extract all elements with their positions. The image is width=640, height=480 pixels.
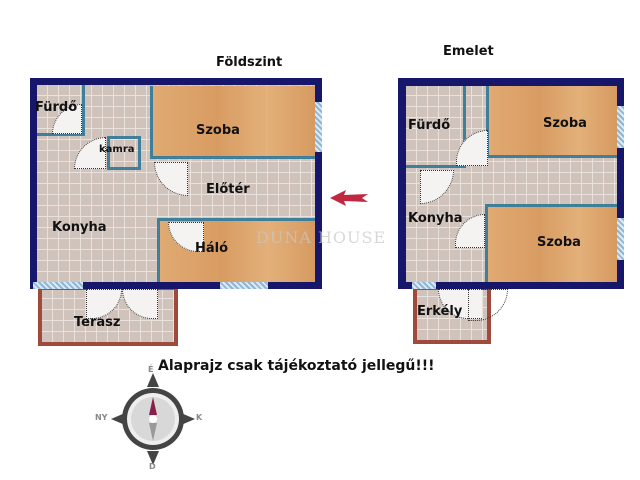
- label-kitchen: Konyha: [408, 211, 463, 226]
- window: [412, 282, 436, 289]
- compass-south: D: [149, 462, 156, 471]
- ground-floor-title: Földszint: [216, 55, 283, 70]
- compass-east: K: [196, 413, 203, 422]
- label-room2: Szoba: [537, 235, 581, 250]
- pantry-box: [107, 136, 141, 170]
- room-szoba: [150, 86, 315, 159]
- compass: É D NY K: [95, 365, 213, 473]
- door-szoba: [154, 162, 188, 196]
- arrow-left-icon: [330, 190, 368, 206]
- window: [315, 102, 322, 152]
- bath-wall: [37, 85, 85, 136]
- watermark-logo: DUNA HOUSE: [256, 228, 387, 247]
- label-terrace: Terasz: [74, 315, 121, 330]
- window: [220, 282, 268, 289]
- upper-floor-plan: Fürdő Szoba Konyha Szoba Erkély: [398, 78, 624, 344]
- label-bedroom: Háló: [195, 241, 229, 256]
- window: [617, 106, 624, 148]
- label-hall: Előtér: [206, 182, 250, 197]
- upper-floor-title: Emelet: [443, 44, 494, 59]
- label-room1: Szoba: [543, 116, 587, 131]
- window: [617, 218, 624, 260]
- label-bath: Fürdő: [35, 100, 78, 115]
- disclaimer-note: Alaprajz csak tájékoztató jellegű!!!: [158, 358, 435, 374]
- compass-north: É: [148, 365, 154, 374]
- compass-west: NY: [95, 413, 108, 422]
- window: [33, 282, 83, 289]
- label-bath: Fürdő: [408, 118, 451, 133]
- label-balcony: Erkély: [417, 304, 463, 319]
- room-szoba-bottom: [485, 204, 617, 282]
- label-room: Szoba: [196, 123, 240, 138]
- balcony-door: [468, 289, 508, 321]
- label-pantry: kamra: [99, 144, 135, 155]
- compass-rose-icon: [111, 373, 195, 465]
- label-kitchen: Konyha: [52, 220, 107, 235]
- ground-floor-plan: Fürdő kamra Szoba Előtér Konyha Háló Ter…: [30, 78, 322, 346]
- room-szoba-top: [486, 86, 617, 158]
- bath-wall: [406, 86, 466, 168]
